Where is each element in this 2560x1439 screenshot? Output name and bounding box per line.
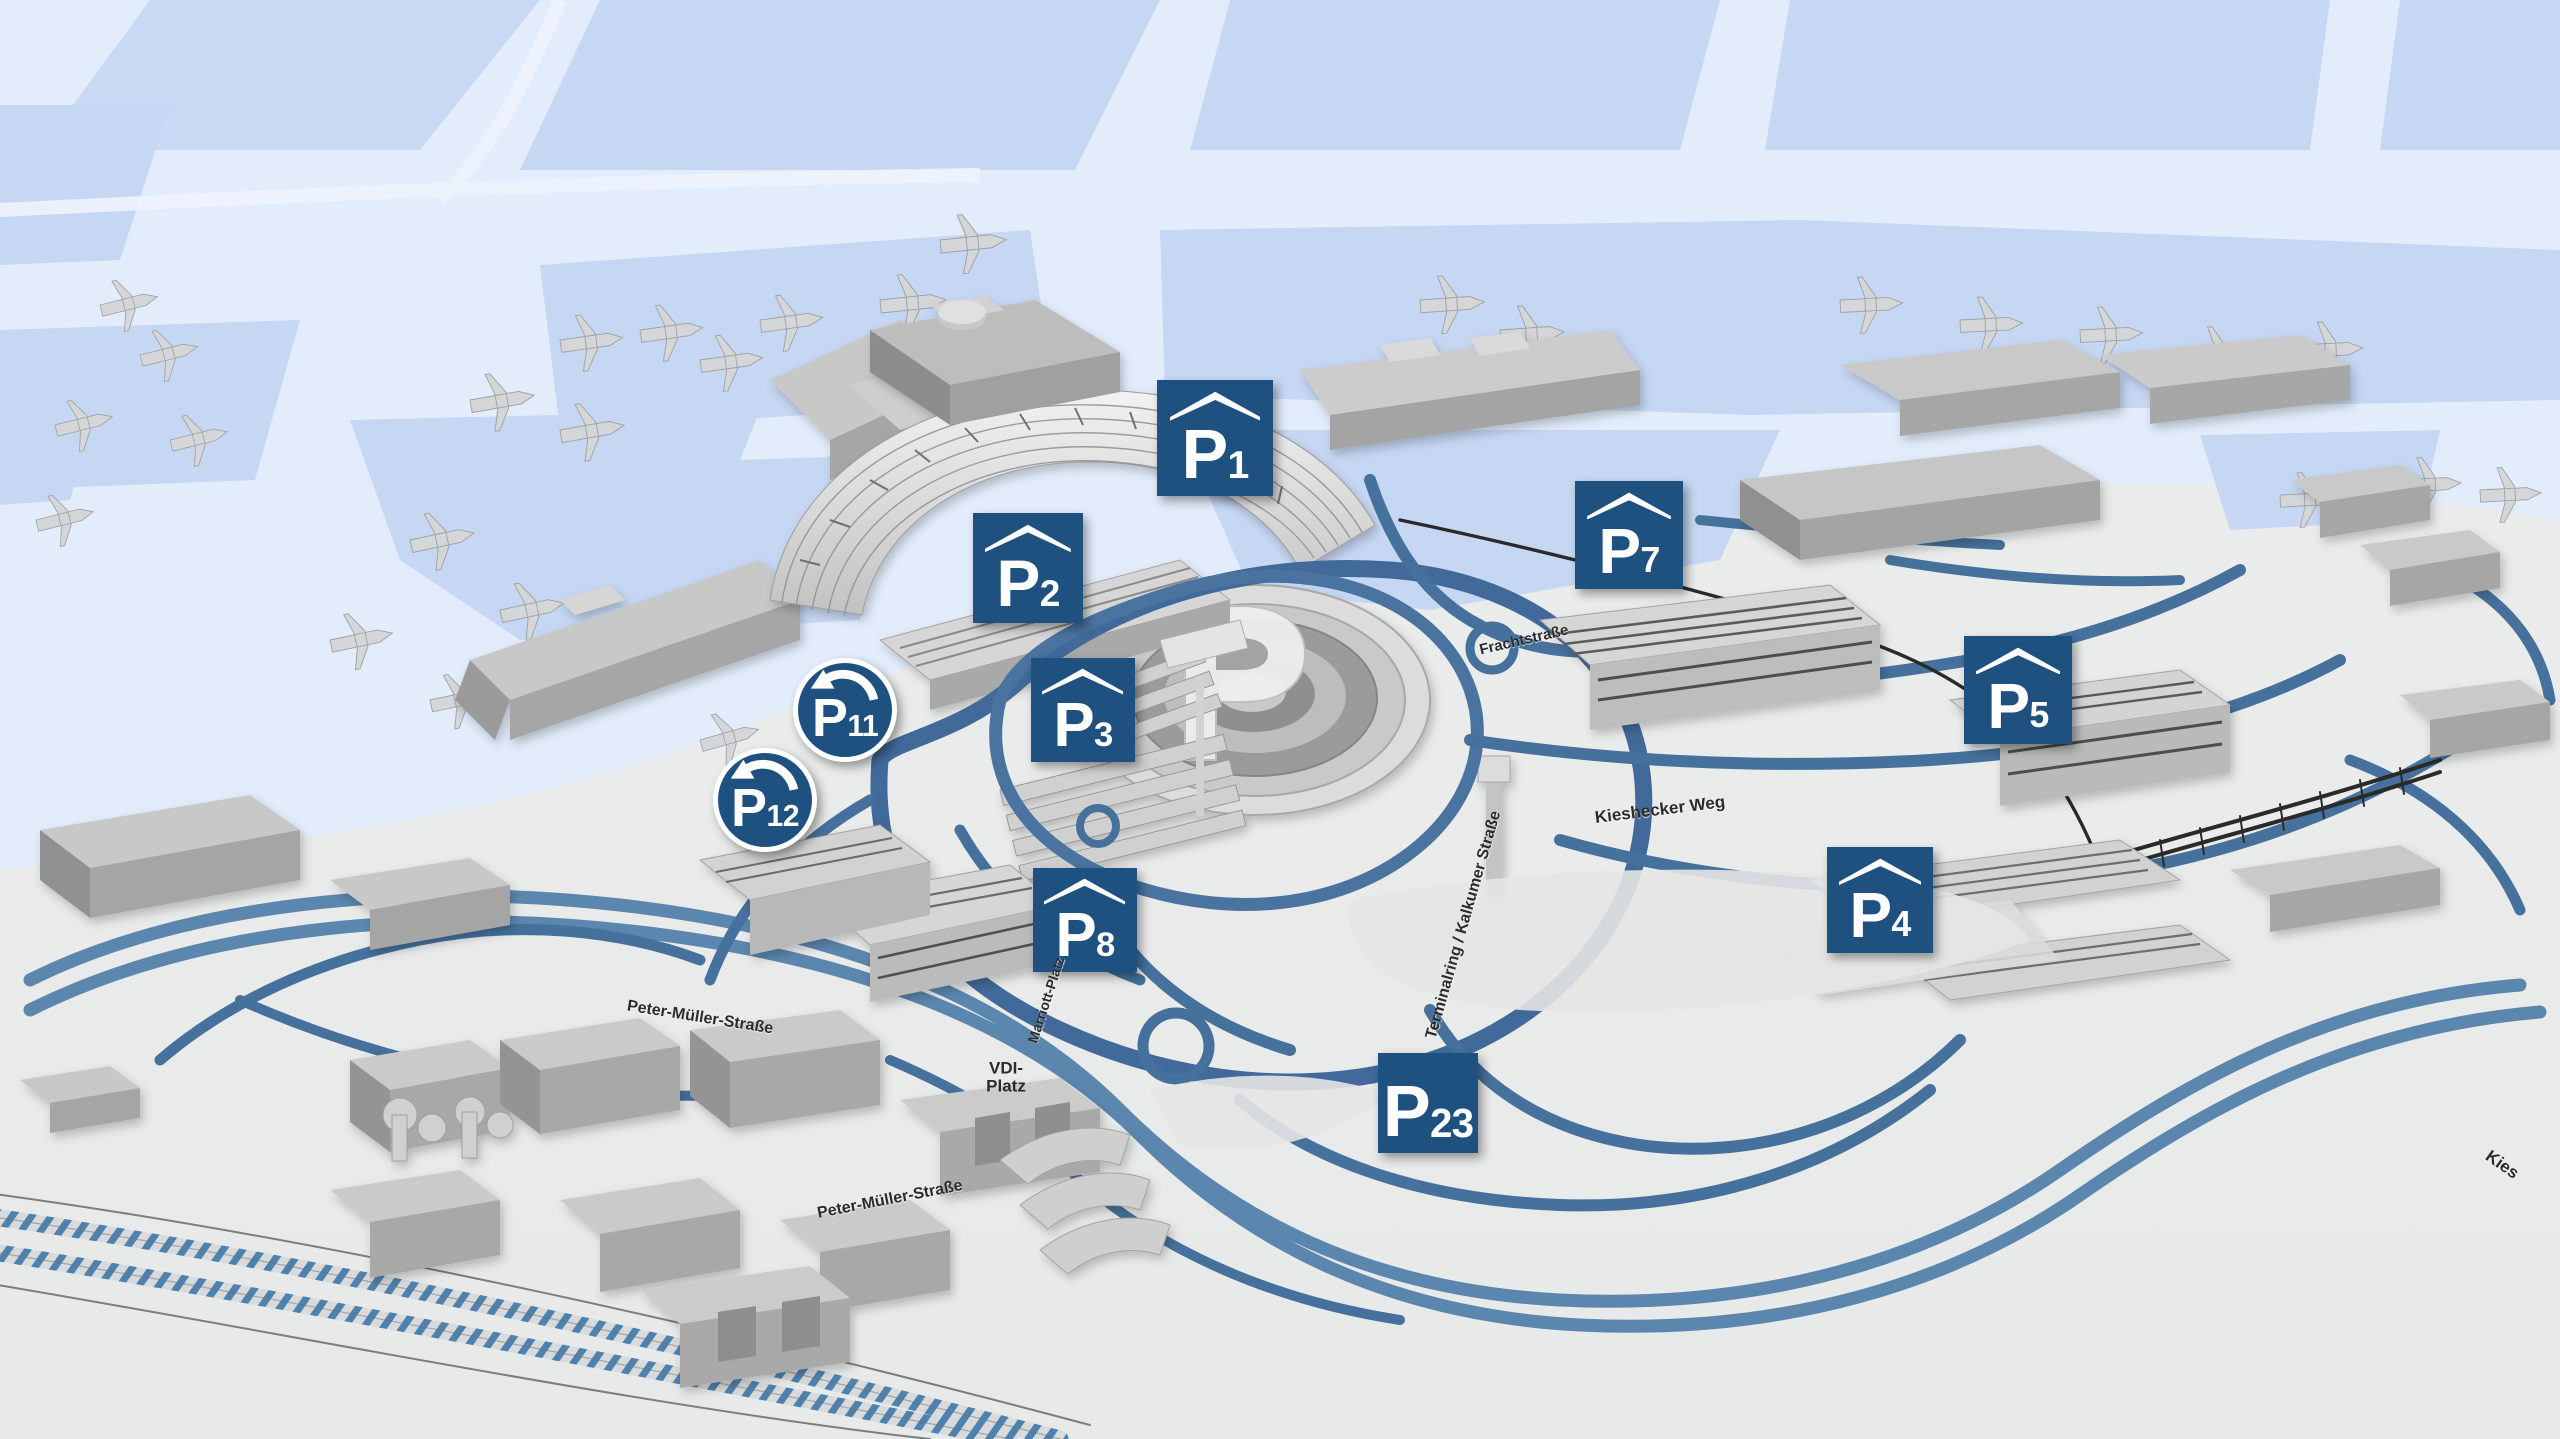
parking-letter: P [811, 687, 848, 748]
railway-tracks [0, 518, 2442, 1439]
parking-number: 8 [1096, 925, 1115, 964]
parking-number: 5 [2029, 695, 2049, 736]
parking-letter: P [1987, 669, 2030, 742]
parking-letter: P [1055, 900, 1097, 970]
parking-garage-roof-icon [1042, 667, 1124, 695]
parking-garage-roof-icon [1838, 857, 1922, 885]
parking-number: 1 [1227, 443, 1249, 487]
parking-letter: P [1382, 1071, 1431, 1152]
parking-number: 12 [766, 800, 800, 834]
parking-letter: P [731, 777, 767, 838]
parking-letter: P [996, 546, 1040, 621]
circular-arrow-icon [726, 755, 805, 793]
parking-garage-roof-icon [985, 523, 1071, 553]
parking-letter: P [1598, 514, 1641, 587]
landside-buildings-west [20, 795, 1171, 1388]
parking-garage-roof-icon [1169, 390, 1261, 422]
parking-number: 11 [847, 710, 879, 744]
parking-number: 7 [1640, 540, 1660, 581]
parking-garage-roof-icon [1586, 491, 1672, 520]
parking-number: 3 [1094, 715, 1113, 754]
parking-number: 4 [1891, 904, 1911, 945]
parking-garage-roof-icon [1044, 877, 1126, 905]
parking-letter: P [1053, 690, 1095, 760]
parking-number: 23 [1430, 1100, 1474, 1147]
parking-letter: P [1849, 878, 1892, 951]
parking-letter: P [1181, 415, 1228, 494]
parking-number: 2 [1039, 572, 1061, 614]
parking-garage-roof-icon [1975, 646, 2061, 675]
circular-arrow-icon [806, 665, 885, 703]
